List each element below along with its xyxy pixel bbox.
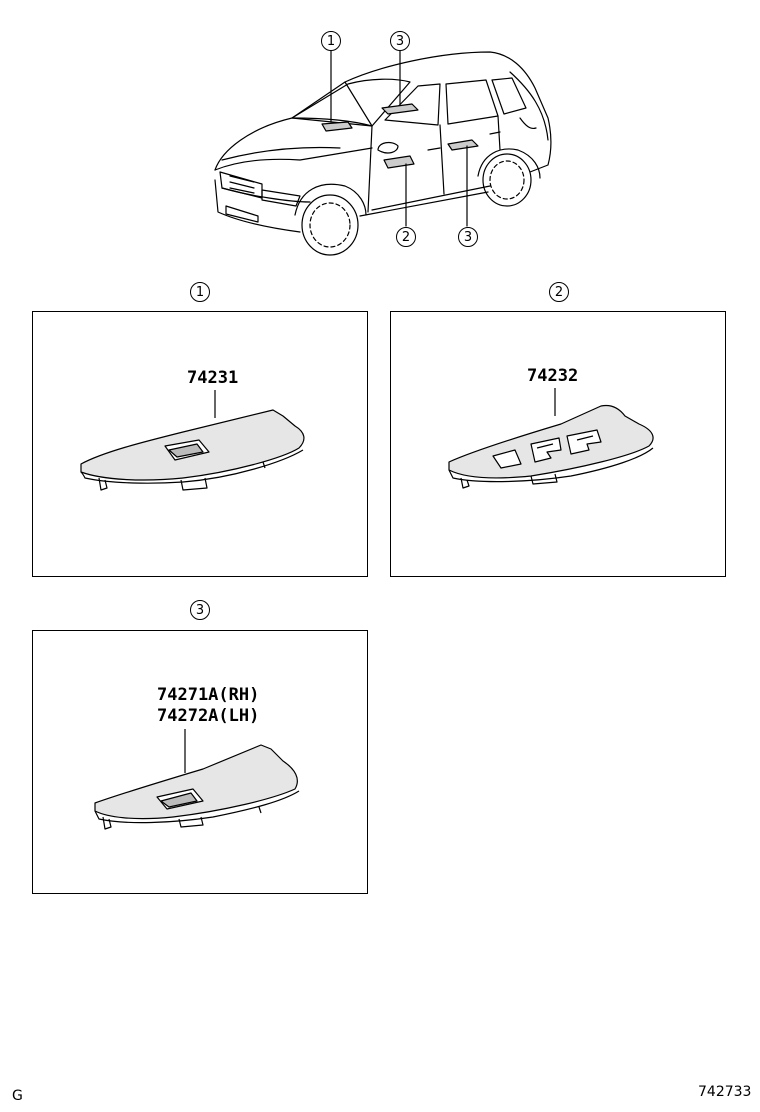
part-number-74271A-RH: 74271A(RH)	[157, 685, 260, 705]
overview-callout-1: 1	[321, 31, 341, 51]
panel-3: 74271A(RH) 74272A(LH)	[32, 630, 368, 894]
panel-3-callout: 3	[190, 600, 210, 620]
overview-callout-3-top: 3	[390, 31, 410, 51]
part-number-74232: 74232	[527, 366, 579, 386]
overview-callout-2: 2	[396, 227, 416, 247]
switch-bezel-74231-drawing	[80, 390, 305, 491]
overview-callout-3-bottom: 3	[458, 227, 478, 247]
switch-bezel-74232-drawing	[448, 388, 654, 489]
panel-1-callout: 1	[190, 282, 210, 302]
vehicle-overview-drawing	[214, 50, 552, 256]
panel-2-callout: 2	[549, 282, 569, 302]
part-number-74272A-LH: 74272A(LH)	[157, 706, 260, 726]
panel-1: 74231	[32, 311, 368, 577]
part-number-74231: 74231	[187, 368, 239, 388]
switch-bezel-74271A-drawing	[94, 729, 300, 830]
footer-left-code: G	[12, 1088, 23, 1104]
footer-illustration-number: 742733	[698, 1084, 752, 1100]
panel-2: 74232	[390, 311, 726, 577]
